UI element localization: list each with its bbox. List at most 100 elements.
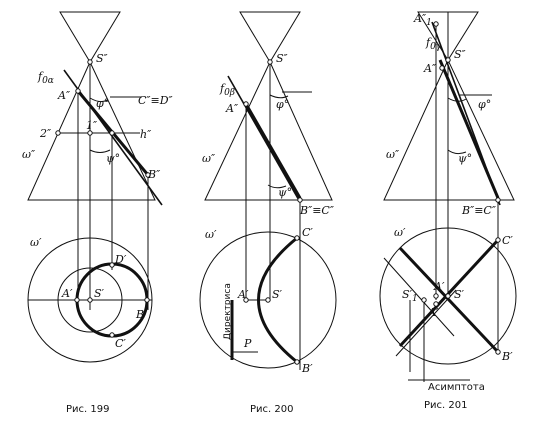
- point-d1: [109, 262, 115, 268]
- label-psi: ψ°: [106, 152, 120, 165]
- label-a2: A″: [423, 62, 437, 75]
- label-a1: A′: [433, 280, 445, 293]
- label-c1: C′: [302, 226, 313, 239]
- point-bc: [495, 197, 501, 203]
- hyperbola-branch-1: [398, 246, 500, 354]
- figure-201: A″1 f0γ S″ A″ φ° ω″ ψ° B″≡C″ ω′ C′ S′1 A…: [379, 11, 517, 411]
- base-circle: [199, 231, 337, 369]
- point-c1: [495, 237, 501, 243]
- label-s1: S′: [272, 288, 283, 301]
- label-phi: φ°: [478, 98, 491, 111]
- label-s1a: S′1: [402, 288, 418, 304]
- base-circle: [379, 227, 517, 365]
- label-bc: B″≡C″: [461, 204, 497, 217]
- label-d1: D′: [114, 253, 127, 266]
- figure-199: S″ f0α A″ φ° C″≡D″ 2″ 1″ h″ ψ° B″ ω″ ω′ …: [22, 11, 174, 415]
- label-bc: B″≡C″: [299, 204, 335, 217]
- label-apex: S″: [276, 52, 289, 65]
- caption-200: Рис. 200: [250, 404, 293, 415]
- apex-point: [445, 57, 451, 63]
- caption-199: Рис. 199: [66, 404, 109, 415]
- point-bc: [297, 197, 303, 203]
- point-a1b: [433, 301, 439, 307]
- label-a1b: A′: [427, 306, 439, 319]
- caption-201: Рис. 201: [424, 400, 467, 411]
- label-s1: S′: [94, 287, 105, 300]
- point-a2: [243, 101, 249, 107]
- label-phi: φ°: [276, 98, 289, 111]
- label-b1: B′: [501, 350, 513, 363]
- point-2: [55, 130, 61, 136]
- label-asymptote: Асимптота: [428, 382, 485, 393]
- point-a2: [75, 88, 81, 94]
- point-a2: [439, 65, 445, 71]
- label-a2: A″: [225, 102, 239, 115]
- point-s1a: [421, 297, 427, 303]
- apex-point: [267, 59, 273, 65]
- label-1: 1″: [86, 119, 98, 132]
- point-b1: [294, 359, 300, 365]
- hyperbola-branch-2: [398, 238, 500, 348]
- upper-nappe: [239, 11, 301, 63]
- point-a1: [243, 297, 249, 303]
- label-omega2: ω″: [22, 148, 36, 161]
- psi-arc: [267, 184, 287, 189]
- point-a1: [433, 293, 439, 299]
- label-apex: S″: [454, 48, 467, 61]
- label-omega1: ω′: [394, 226, 406, 239]
- label-cd: C″≡D″: [138, 94, 174, 107]
- label-trace: f0α: [37, 70, 54, 86]
- label-b1: B′: [301, 362, 313, 375]
- point-a1: [74, 297, 80, 303]
- label-trace: f0γ: [425, 36, 442, 52]
- label-s1: S′: [454, 288, 465, 301]
- phi-arc: [269, 94, 289, 99]
- label-c1: C′: [115, 337, 126, 350]
- point-cd: [109, 130, 115, 136]
- label-apex: S″: [96, 52, 109, 65]
- phi-arc: [447, 97, 467, 102]
- figure-200: S″ f0β A″ φ° ω″ ψ° B″≡C″ ω′ C′ A′ S′ Дир…: [199, 11, 337, 415]
- trace-line: [227, 75, 301, 203]
- point-s1: [87, 297, 93, 303]
- point-s1: [445, 293, 451, 299]
- cone-front-view: [204, 60, 333, 201]
- label-a2: A″: [57, 89, 71, 102]
- section-segment: [244, 103, 302, 199]
- point-b1: [144, 297, 150, 303]
- label-directrix: Директриса: [223, 283, 233, 340]
- point-b2: [145, 172, 151, 178]
- label-h: h″: [140, 128, 152, 141]
- point-c1: [294, 235, 300, 241]
- point-b1: [495, 349, 501, 355]
- section-segment: [438, 59, 500, 199]
- asymptote-2: [395, 289, 457, 357]
- upper-nappe: [59, 11, 121, 63]
- label-a1: A′: [237, 288, 249, 301]
- label-omega1: ω′: [30, 236, 42, 249]
- label-c1: C′: [502, 234, 513, 247]
- label-trace: f0β: [219, 82, 235, 98]
- label-omega1: ω′: [205, 228, 217, 241]
- label-psi: ψ°: [278, 186, 292, 199]
- phi-arc: [89, 97, 109, 103]
- point-a1-upper: [433, 21, 439, 27]
- point-s1: [265, 297, 271, 303]
- point-1: [87, 130, 93, 136]
- asymptote-1: [383, 257, 455, 337]
- label-2: 2″: [39, 127, 52, 140]
- label-omega2: ω″: [202, 152, 216, 165]
- apex-point: [87, 59, 93, 65]
- psi-arc: [89, 149, 111, 153]
- label-omega2: ω″: [386, 148, 400, 161]
- label-b1: B′: [135, 308, 147, 321]
- point-c1: [109, 332, 115, 338]
- label-p: P: [243, 337, 252, 350]
- psi-arc: [447, 149, 467, 155]
- cone-front-view: [383, 58, 515, 201]
- label-a1: A′: [61, 287, 73, 300]
- label-b2: B″: [147, 168, 161, 181]
- label-a1-upper: A″1: [413, 12, 432, 28]
- label-psi: ψ°: [458, 152, 472, 165]
